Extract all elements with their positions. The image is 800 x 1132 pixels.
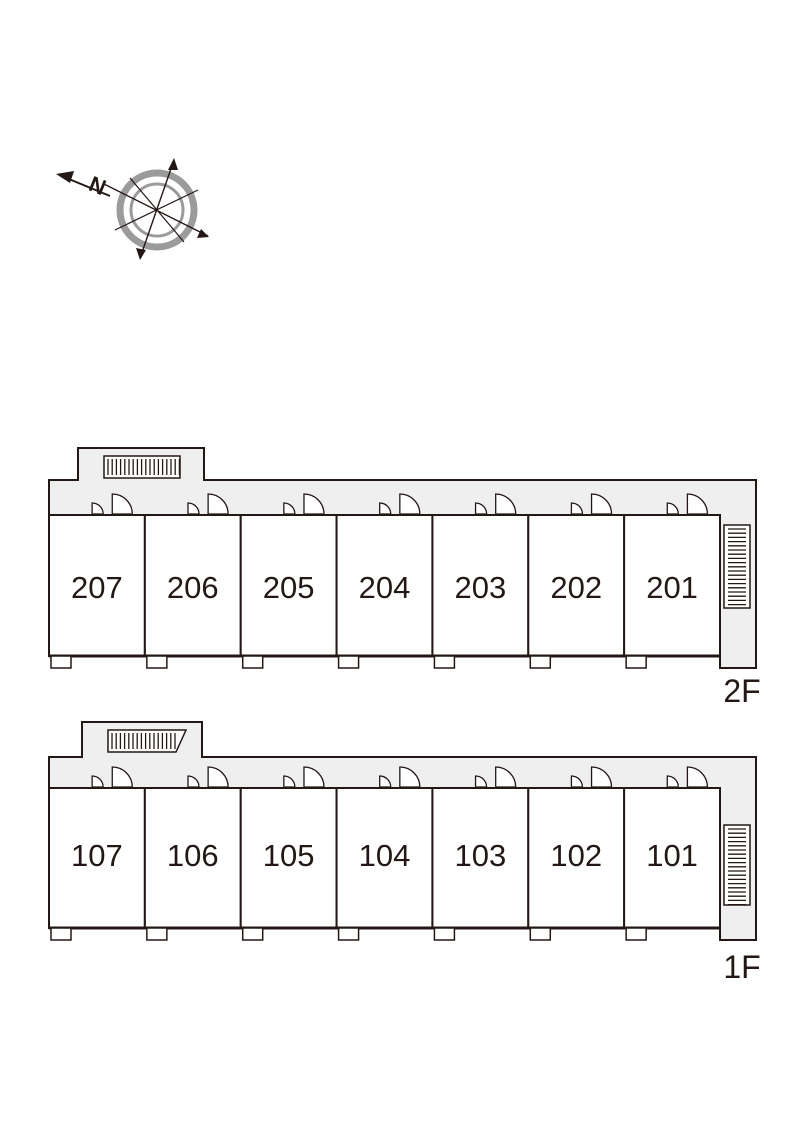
unit-202[interactable]: 202 (527, 493, 626, 669)
unit-106[interactable]: 106 (143, 766, 242, 941)
unit-107[interactable]: 107 (48, 766, 146, 941)
unit-102[interactable]: 102 (527, 766, 626, 941)
unit-label: 205 (263, 570, 315, 605)
compass-rose-icon: N (56, 158, 209, 260)
unit-label: 106 (167, 838, 219, 873)
unit-label: 202 (550, 570, 602, 605)
unit-label: 204 (359, 570, 411, 605)
unit-label: 203 (454, 570, 506, 605)
unit-label: 102 (550, 838, 602, 873)
stairwell (103, 455, 181, 479)
floor-1f: 107 106 105 104 103 102 101 1F (48, 721, 761, 985)
compass-north-label: N (86, 171, 110, 200)
unit-label: 101 (646, 838, 698, 873)
side-stair (723, 824, 751, 906)
unit-103[interactable]: 103 (431, 766, 530, 941)
unit-206[interactable]: 206 (143, 493, 242, 669)
unit-label: 103 (454, 838, 506, 873)
floor-label: 2F (723, 673, 760, 709)
unit-label: 207 (71, 570, 123, 605)
unit-201[interactable]: 201 (623, 493, 722, 669)
unit-label: 206 (167, 570, 219, 605)
floor-label: 1F (723, 949, 760, 985)
unit-204[interactable]: 204 (335, 493, 434, 669)
unit-207[interactable]: 207 (48, 493, 146, 669)
unit-label: 201 (646, 570, 698, 605)
unit-205[interactable]: 205 (239, 493, 338, 669)
unit-101[interactable]: 101 (623, 766, 722, 941)
unit-label: 107 (71, 838, 123, 873)
unit-104[interactable]: 104 (335, 766, 434, 941)
floor-2f: 207 206 205 204 203 202 201 2F (48, 447, 761, 709)
unit-label: 104 (359, 838, 411, 873)
unit-label: 105 (263, 838, 315, 873)
stairwell (107, 729, 188, 753)
side-stair (723, 524, 751, 609)
unit-203[interactable]: 203 (431, 493, 530, 669)
unit-105[interactable]: 105 (239, 766, 338, 941)
